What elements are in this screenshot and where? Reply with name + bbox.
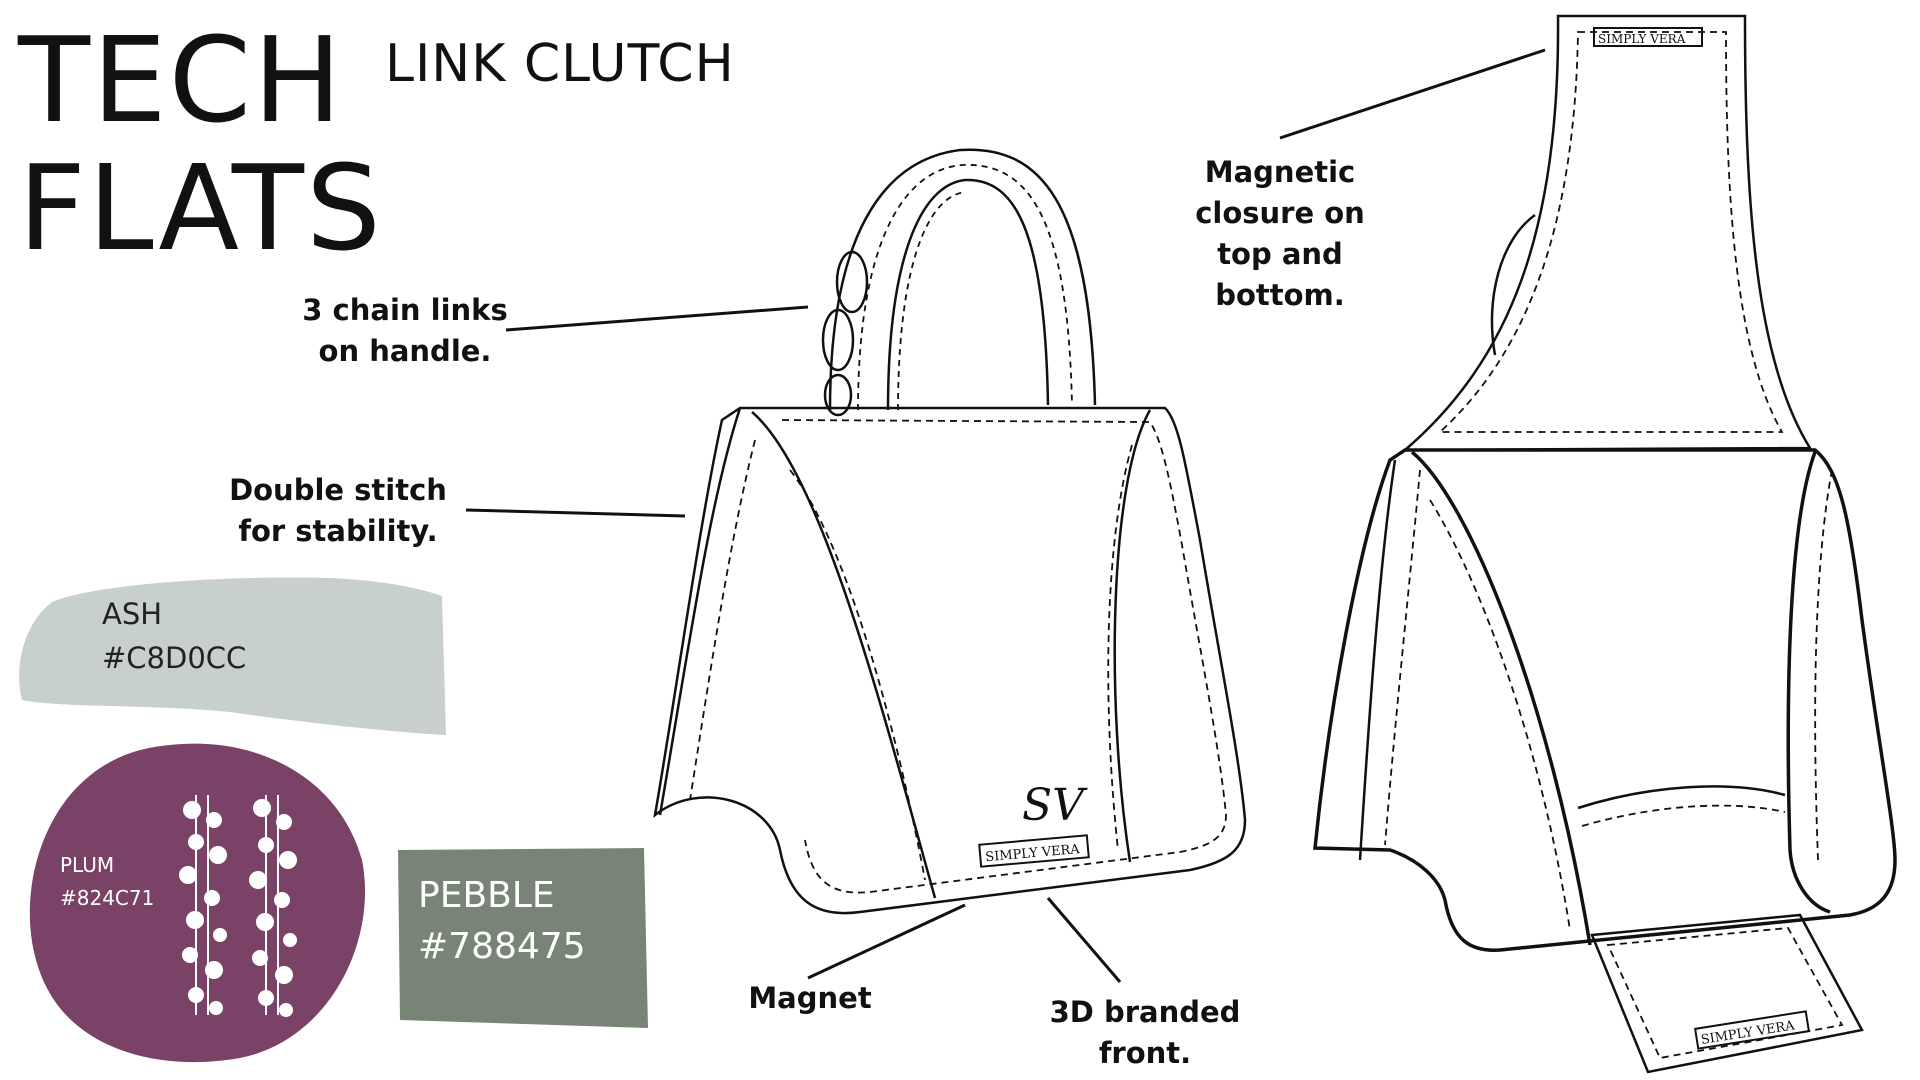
chain-link-icon [823, 373, 853, 417]
open-bag-right-fold [1786, 451, 1831, 914]
ash-swatch [19, 577, 447, 735]
handle-stitch-1 [857, 164, 1073, 411]
brand-plate-top-label: SIMPLY VERA [1598, 32, 1686, 46]
handle-outer [828, 148, 1097, 411]
callout-double-stitch: Double stitch for stability. [229, 473, 447, 548]
sv-monogram-logo: SV [1022, 780, 1088, 831]
open-bag-body [1313, 448, 1897, 952]
left-gusset-stitch [689, 439, 756, 801]
top-flap-stitch [1437, 31, 1784, 433]
product-name: LINK CLUTCH [385, 34, 735, 94]
open-bag-left-inner [1358, 459, 1397, 861]
chain-link-icon [821, 308, 855, 372]
pebble-swatch [398, 848, 648, 1028]
bottom-flap [1590, 913, 1864, 1074]
top-flap [1401, 14, 1813, 452]
right-fold-line [1113, 409, 1152, 863]
left-gusset [658, 407, 742, 816]
handle-stitch-2 [897, 191, 967, 411]
open-bag-right-stitch [1814, 469, 1833, 861]
left-fold-stitch [789, 469, 926, 881]
open-bag-left-fold [1410, 450, 1592, 946]
left-fold-line [751, 411, 937, 899]
callout-magnetic-closure: Magnetic closure on top and bottom. [1195, 155, 1365, 312]
pebble-swatch-hex: #788475 [418, 926, 586, 967]
bottom-flap-stitch [1606, 927, 1844, 1060]
bag-body-outline [653, 406, 1247, 915]
bag-body-stitch [781, 419, 1227, 894]
callout-chain-links: 3 chain links on handle. [302, 293, 508, 368]
magnet-pointer [807, 903, 966, 980]
brand-plate-bottom-label: SIMPLY VERA [1700, 1018, 1796, 1048]
chain-link-icon [835, 250, 869, 314]
clutch-open-view: SIMPLY VERA SIMPLY VERA [1313, 14, 1897, 1074]
right-fold-stitch [1107, 444, 1133, 851]
plum-swatch-hex: #824C71 [60, 886, 154, 910]
callout-branded-front: 3D branded front. [1049, 995, 1241, 1070]
leader-lines [465, 48, 1546, 518]
inner-pocket [1577, 785, 1786, 810]
page-title: TECH FLATS [18, 11, 383, 277]
open-bag-left-inner-stitch [1429, 499, 1571, 931]
ash-swatch-name: ASH [102, 597, 162, 631]
branded-front-pointer [1046, 897, 1122, 983]
side-handle [1490, 213, 1536, 356]
brand-plate-top [1593, 27, 1703, 47]
ash-swatch-hex: #C8D0CC [102, 641, 246, 675]
double-stitch-pointer [465, 508, 686, 518]
chain-links-pointer [505, 305, 809, 332]
pebble-swatch-name: PEBBLE [418, 875, 555, 916]
brand-plate [978, 834, 1090, 868]
floral-print-pattern [179, 795, 297, 1017]
open-bag-left-stitch [1384, 469, 1421, 846]
brand-plate-bottom [1693, 1010, 1811, 1050]
handle-inner [886, 178, 1050, 411]
callout-magnet: Magnet [748, 981, 872, 1015]
magnetic-closure-pointer [1279, 48, 1546, 140]
plum-swatch-name: PLUM [60, 853, 114, 877]
clutch-front-view: SV SIMPLY VERA [653, 148, 1247, 983]
inner-pocket-stitch [1581, 804, 1786, 827]
